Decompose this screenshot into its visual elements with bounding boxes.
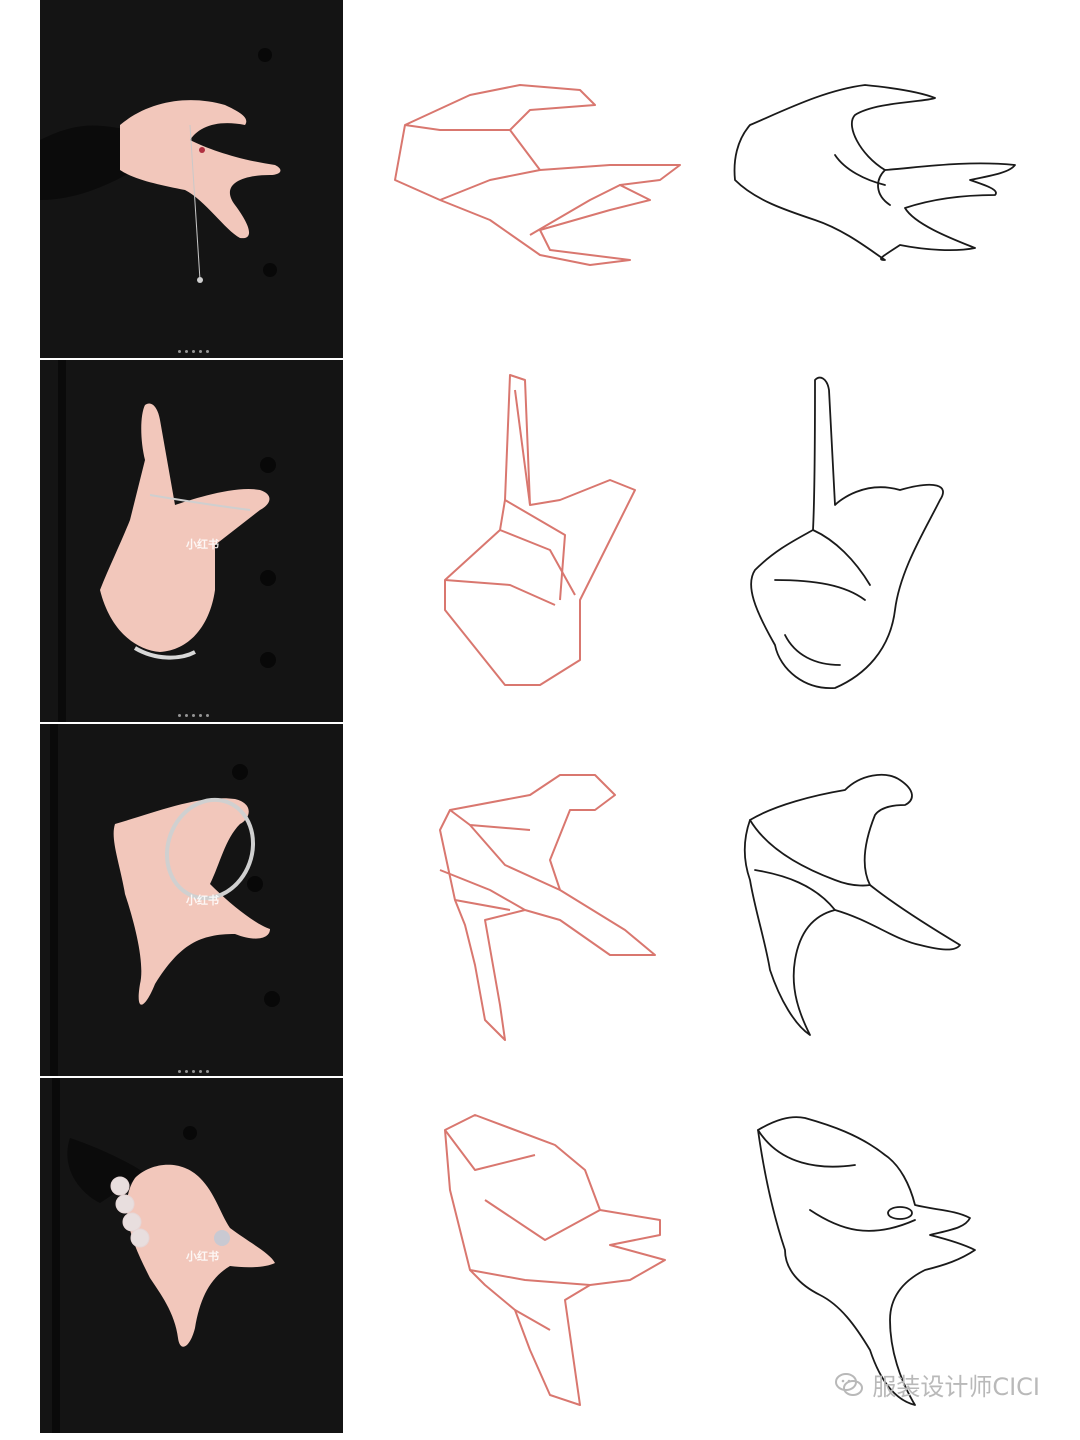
lineart-sketch-3 xyxy=(735,770,975,1050)
hand-photo-image xyxy=(40,0,343,358)
carousel-dots xyxy=(178,714,209,717)
lineart-sketch-1 xyxy=(725,80,1025,280)
construction-sketch-2 xyxy=(430,370,660,690)
lineart-sketch-4 xyxy=(750,1110,990,1410)
account-name: 服装设计师CICI xyxy=(872,1373,1040,1401)
reference-photo-1 xyxy=(40,0,343,358)
construction-sketch-1 xyxy=(380,70,700,280)
hand-photo-image xyxy=(40,1078,343,1433)
reference-photo-4: 小红书 xyxy=(40,1078,343,1433)
lineart-sketch-2 xyxy=(735,370,965,700)
construction-sketch-4 xyxy=(435,1110,675,1410)
reference-photo-2: 小红书 xyxy=(40,360,343,722)
reference-photo-3: 小红书 xyxy=(40,724,343,1076)
carousel-dots xyxy=(178,1070,209,1073)
photo-watermark: 小红书 xyxy=(186,894,219,907)
construction-sketch-3 xyxy=(430,770,670,1050)
carousel-dots xyxy=(178,350,209,353)
wechat-icon xyxy=(835,1372,864,1396)
account-watermark: 服装设计师CICI xyxy=(834,1367,1040,1402)
photo-watermark: 小红书 xyxy=(186,1250,219,1263)
hand-photo-image xyxy=(40,360,343,722)
photo-watermark: 小红书 xyxy=(186,538,219,551)
hand-photo-image xyxy=(40,724,343,1076)
